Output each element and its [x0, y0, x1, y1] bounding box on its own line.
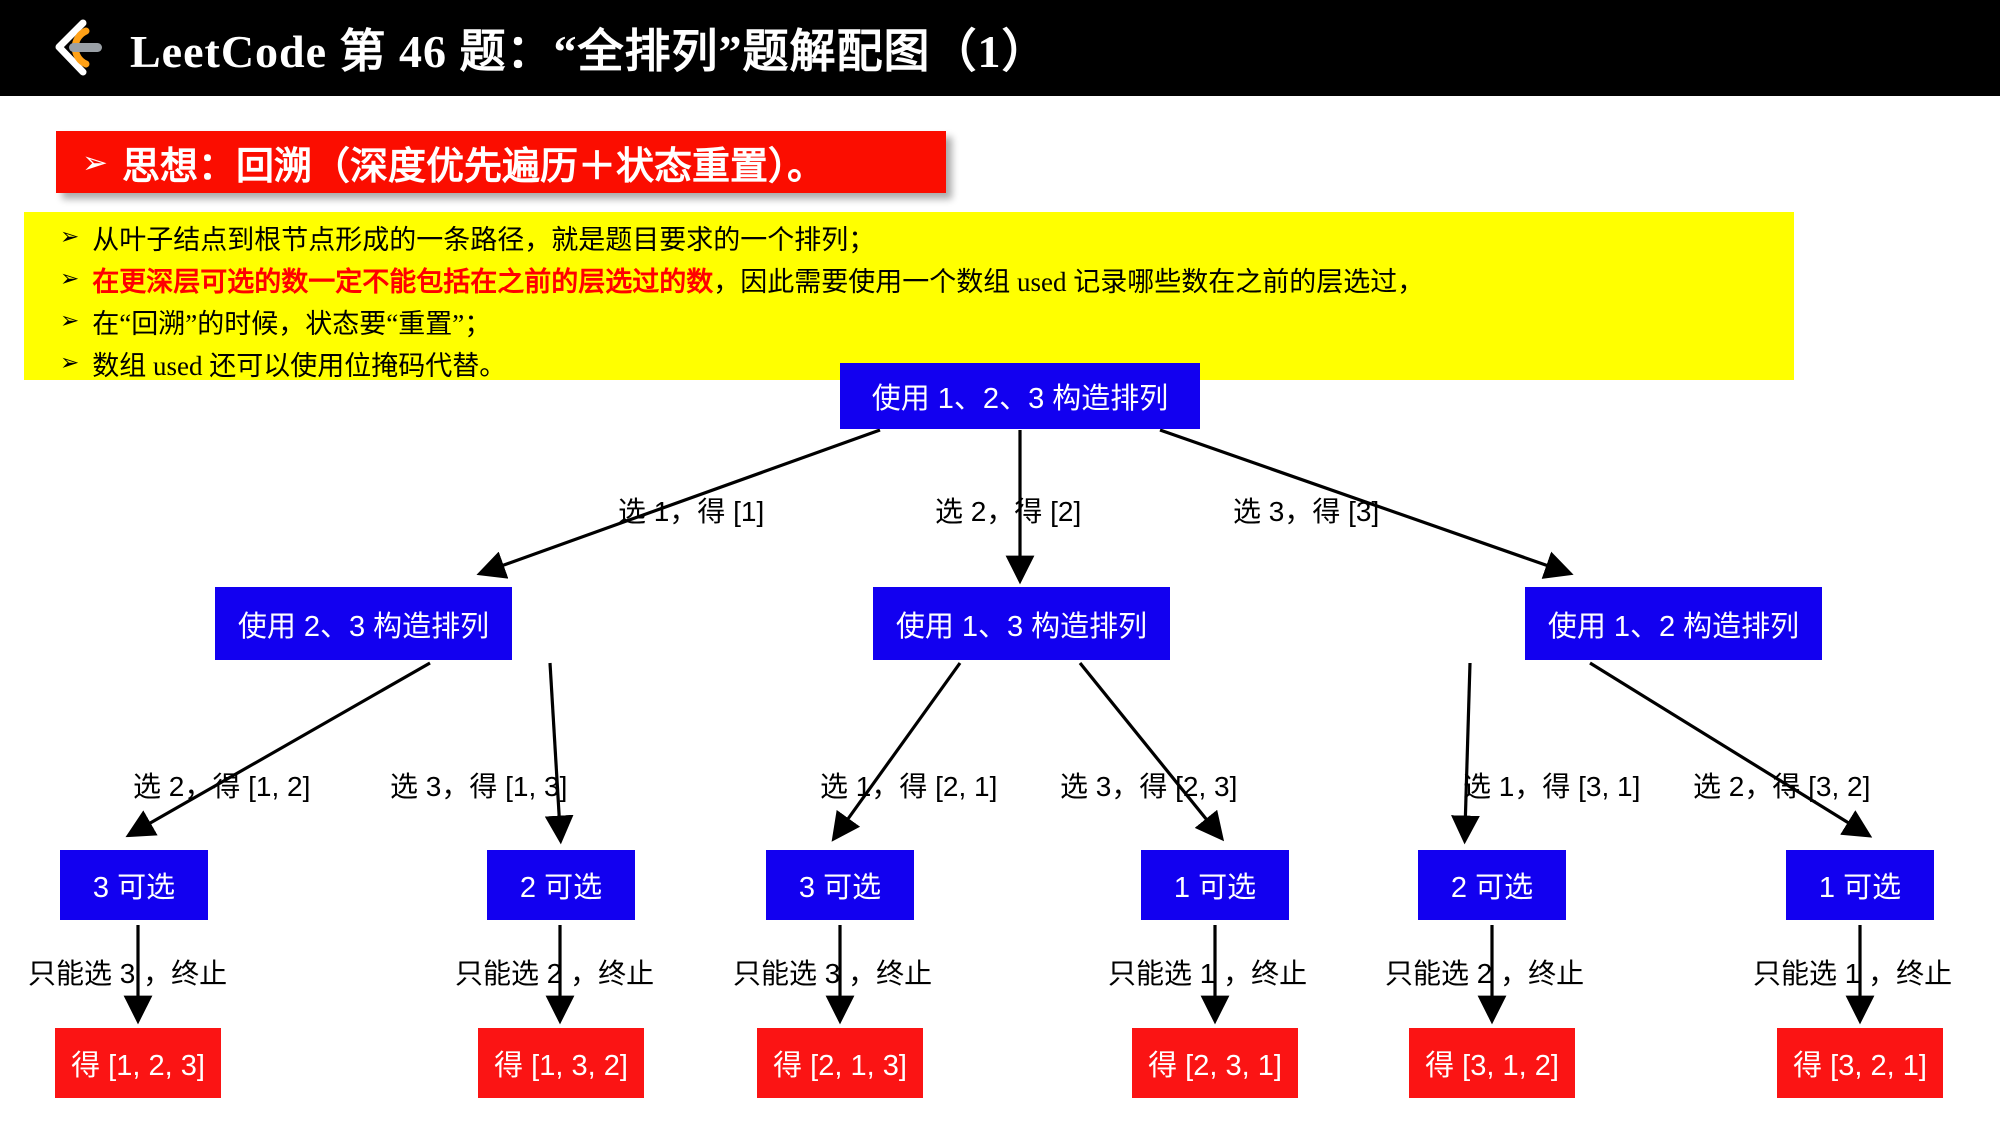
edge-label-l2-3: 选 3，得 [2, 3]: [1060, 771, 1238, 802]
tree-leaf-1-label: 得 [1, 3, 2]: [494, 1050, 628, 1082]
edge-label-l1-0: 选 1，得 [1]: [618, 496, 765, 527]
tree-leaf-2: 得 [2, 1, 3]: [757, 1028, 923, 1098]
tree-node-l3-0: 3 可选: [60, 850, 208, 920]
tree-node-l3-4-label: 2 可选: [1450, 872, 1534, 904]
tree-node-l2-2-label: 使用 1、2 构造排列: [1547, 610, 1800, 643]
idea-banner-text: 思想：回溯（深度优先遍历＋状态重置）。: [121, 145, 825, 188]
note-line-3-text: 在“回溯”的时候，状态要“重置”；: [92, 308, 492, 339]
edge-label-l3-4: 只能选 2 ，终止: [1385, 958, 1585, 989]
idea-banner: ➢ 思想：回溯（深度优先遍历＋状态重置）。: [56, 131, 946, 193]
edge-label-l1-2: 选 3，得 [3]: [1233, 496, 1380, 527]
tree-node-root: 使用 1、2、3 构造排列: [840, 363, 1200, 429]
tree-node-l3-4: 2 可选: [1418, 850, 1566, 920]
arrow-bullet-icon: ➢: [82, 144, 108, 180]
arrow-bullet-icon: ➢: [60, 224, 80, 249]
note-line-2-text: ，因此需要使用一个数组 used 记录哪些数在之前的层选过，: [713, 266, 1425, 297]
tree-leaf-4-label: 得 [3, 1, 2]: [1425, 1050, 1559, 1082]
tree-node-l3-3: 1 可选: [1141, 850, 1289, 920]
edge-label-l3-5: 只能选 1 ，终止: [1753, 958, 1953, 989]
edge-label-l3-3: 只能选 1 ，终止: [1108, 958, 1308, 989]
note-line-2-emphasis: 在更深层可选的数一定不能包括在之前的层选过的数: [92, 266, 714, 297]
tree-node-l3-3-label: 1 可选: [1173, 872, 1257, 904]
arrow-bullet-icon: ➢: [60, 350, 80, 375]
note-line-4-text: 数组 used 还可以使用位掩码代替。: [92, 350, 507, 381]
tree-leaf-3-label: 得 [2, 3, 1]: [1148, 1050, 1282, 1082]
edge-label-l3-0: 只能选 3 ，终止: [28, 958, 228, 989]
tree-node-l3-1: 2 可选: [487, 850, 635, 920]
tree-node-l2-0-label: 使用 2、3 构造排列: [237, 610, 490, 643]
tree-leaf-3: 得 [2, 3, 1]: [1132, 1028, 1298, 1098]
tree-leaf-4: 得 [3, 1, 2]: [1409, 1028, 1575, 1098]
tree-node-l3-2: 3 可选: [766, 850, 914, 920]
tree-node-l3-2-label: 3 可选: [798, 872, 882, 904]
tree-node-l2-0: 使用 2、3 构造排列: [215, 587, 512, 660]
tree-leaf-2-label: 得 [2, 1, 3]: [773, 1050, 907, 1082]
note-line-3: ➢ 在“回溯”的时候，状态要“重置”；: [24, 300, 1794, 342]
tree-node-l2-1-label: 使用 1、3 构造排列: [895, 610, 1148, 643]
tree-node-l2-1: 使用 1、3 构造排列: [873, 587, 1170, 660]
header-bar: LeetCode 第 46 题：“全排列”题解配图（1）: [0, 0, 2000, 96]
note-line-4: ➢ 数组 used 还可以使用位掩码代替。: [24, 342, 1794, 384]
arrow-bullet-icon: ➢: [60, 308, 80, 333]
note-line-1-text: 从叶子结点到根节点形成的一条路径，就是题目要求的一个排列；: [92, 224, 876, 255]
note-line-1: ➢ 从叶子结点到根节点形成的一条路径，就是题目要求的一个排列；: [24, 216, 1794, 258]
edge-label-l2-1: 选 3，得 [1, 3]: [390, 771, 568, 802]
page-title: LeetCode 第 46 题：“全排列”题解配图（1）: [130, 26, 1049, 77]
edge-label-l1-1: 选 2，得 [2]: [935, 496, 1082, 527]
arrow-bullet-icon: ➢: [60, 266, 80, 291]
edge-label-l3-2: 只能选 3 ，终止: [733, 958, 933, 989]
edge-label-l2-4: 选 1，得 [3, 1]: [1463, 771, 1641, 802]
edge-label-l2-5: 选 2，得 [3, 2]: [1693, 771, 1871, 802]
edge-label-l3-1: 只能选 2 ，终止: [455, 958, 655, 989]
leetcode-logo-icon: [42, 17, 108, 79]
tree-node-l3-0-label: 3 可选: [92, 872, 176, 904]
tree-leaf-0-label: 得 [1, 2, 3]: [71, 1050, 205, 1082]
tree-leaf-5-label: 得 [3, 2, 1]: [1793, 1050, 1927, 1082]
note-line-2: ➢ 在更深层可选的数一定不能包括在之前的层选过的数 ，因此需要使用一个数组 us…: [24, 258, 1794, 300]
tree-node-l3-5-label: 1 可选: [1818, 872, 1902, 904]
tree-node-l3-5: 1 可选: [1786, 850, 1934, 920]
tree-leaf-0: 得 [1, 2, 3]: [55, 1028, 221, 1098]
edge-label-l2-0: 选 2，得 [1, 2]: [133, 771, 311, 802]
tree-leaf-1: 得 [1, 3, 2]: [478, 1028, 644, 1098]
tree-node-l2-2: 使用 1、2 构造排列: [1525, 587, 1822, 660]
edge-label-l2-2: 选 1，得 [2, 1]: [820, 771, 998, 802]
tree-leaf-5: 得 [3, 2, 1]: [1777, 1028, 1943, 1098]
tree-node-l3-1-label: 2 可选: [519, 872, 603, 904]
notes-highlight-box: ➢ 从叶子结点到根节点形成的一条路径，就是题目要求的一个排列； ➢ 在更深层可选…: [24, 212, 1794, 381]
tree-node-root-label: 使用 1、2、3 构造排列: [871, 383, 1169, 415]
